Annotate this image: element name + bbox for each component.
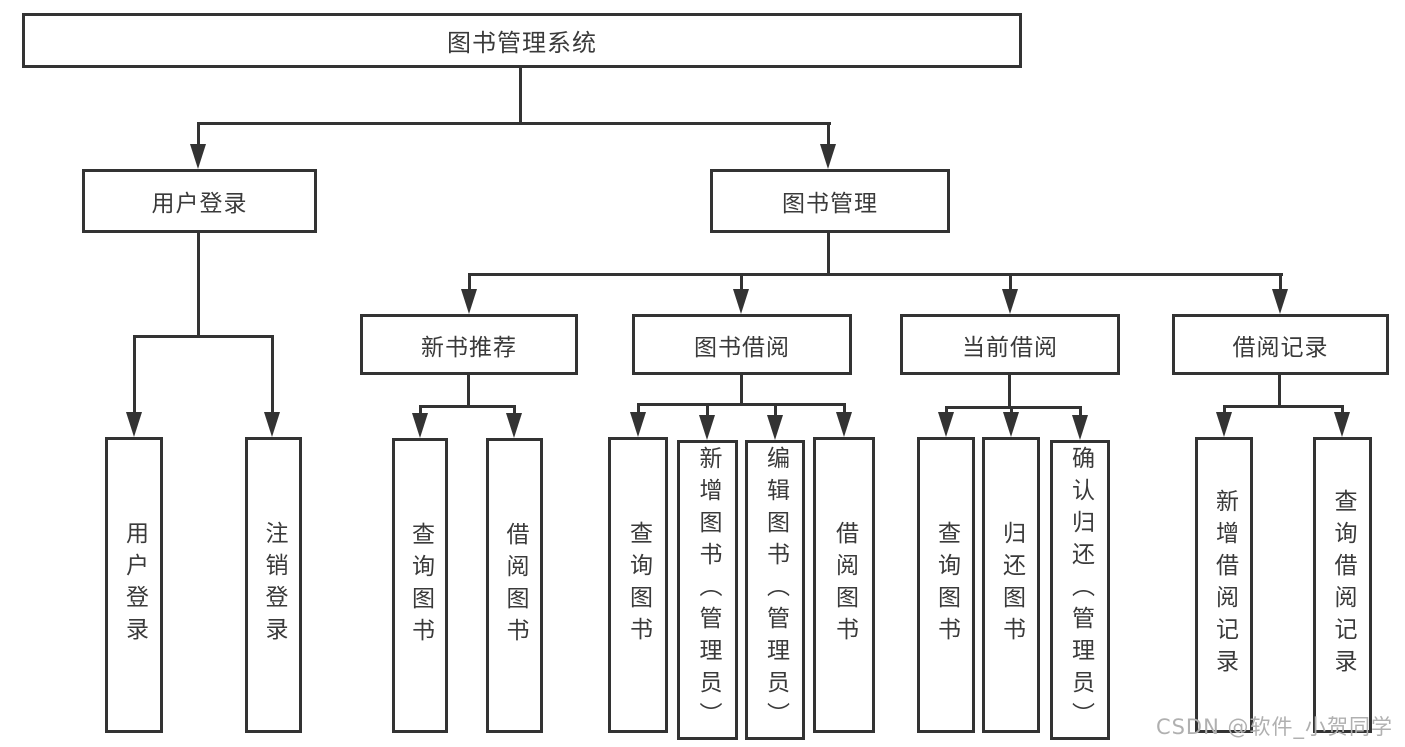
node-root-label: 图书管理系统 <box>447 29 597 57</box>
node-leaf-confirm-return-admin: 确认归还（管理员） <box>1050 440 1110 740</box>
connector-user-login-stem <box>197 233 200 335</box>
leaf-label: 注销登录 <box>261 521 287 649</box>
arrow-down-icon <box>820 144 836 169</box>
arrow-down-icon <box>412 413 428 438</box>
connector-drop-leaf <box>1079 406 1082 416</box>
csdn-watermark: CSDN @软件_小贺同学 <box>1155 715 1393 739</box>
arrow-down-icon <box>938 412 954 437</box>
connector-current-borrow-stem <box>1008 375 1011 406</box>
leaf-label: 新增借阅记录 <box>1211 489 1238 681</box>
arrow-down-icon <box>1216 412 1232 437</box>
leaf-label: 用户登录 <box>121 521 148 649</box>
node-leaf-borrow-books-2: 借阅图书 <box>813 437 875 733</box>
node-leaf-logout: 注销登录 <box>245 437 302 733</box>
node-leaf-borrow-books-1: 借阅图书 <box>486 438 543 733</box>
arrow-down-icon <box>836 412 852 437</box>
connector-drop-leaf <box>1010 406 1013 413</box>
node-leaf-query-books-1: 查询图书 <box>392 438 448 733</box>
node-user-login: 用户登录 <box>82 169 317 233</box>
connector-book-borrow-bus <box>637 403 846 406</box>
connector-drop-leaf <box>945 406 948 413</box>
connector-new-books-bus <box>419 405 516 408</box>
arrow-down-icon <box>126 412 142 437</box>
connector-book-borrow-stem <box>740 375 743 403</box>
node-leaf-return-book: 归还图书 <box>982 437 1040 733</box>
leaf-label: 查询借阅记录 <box>1330 489 1356 681</box>
connector-root-stem <box>519 68 522 122</box>
node-borrow-records: 借阅记录 <box>1172 314 1389 375</box>
node-borrow-records-label: 借阅记录 <box>1232 334 1329 361</box>
connector-drop-leaf <box>419 405 422 414</box>
node-leaf-edit-book-admin: 编辑图书（管理员） <box>745 440 805 740</box>
arrow-down-icon <box>190 144 206 169</box>
node-book-borrow: 图书借阅 <box>632 314 852 375</box>
connector-user-login-bus <box>133 335 274 338</box>
connector-drop-borrow-records <box>1279 273 1282 290</box>
connector-book-management-bus <box>468 273 1283 276</box>
arrow-down-icon <box>264 412 280 437</box>
node-current-borrow-label: 当前借阅 <box>962 334 1058 361</box>
arrow-down-icon <box>461 289 477 314</box>
connector-drop-new-books <box>468 273 471 290</box>
node-leaf-add-borrow-record: 新增借阅记录 <box>1195 437 1253 733</box>
connector-drop-leaf <box>637 403 640 413</box>
connector-drop-leaf <box>774 403 777 416</box>
node-leaf-user-login: 用户登录 <box>105 437 163 733</box>
connector-drop-leaf <box>1223 405 1226 413</box>
node-book-management-label: 图书管理 <box>782 191 878 217</box>
connector-drop-leaf <box>271 335 274 413</box>
connector-book-management-stem <box>827 233 830 273</box>
connector-drop-leaf <box>513 405 516 414</box>
connector-drop-book-borrow <box>740 273 743 290</box>
node-book-management: 图书管理 <box>710 169 950 233</box>
connector-drop-current-borrow <box>1009 273 1012 290</box>
connector-borrow-records-stem <box>1278 375 1281 405</box>
leaf-label: 查询图书 <box>407 521 434 650</box>
arrow-down-icon <box>767 415 783 440</box>
connector-current-borrow-bus <box>945 406 1082 409</box>
node-leaf-query-borrow-record: 查询借阅记录 <box>1313 437 1372 733</box>
node-user-login-label: 用户登录 <box>151 191 248 217</box>
leaf-label: 借阅图书 <box>502 521 528 650</box>
connector-drop-leaf <box>843 403 846 413</box>
node-book-borrow-label: 图书借阅 <box>694 334 790 361</box>
arrow-down-icon <box>1002 289 1018 314</box>
connector-root-bus <box>197 122 831 125</box>
arrow-down-icon <box>1334 412 1350 437</box>
leaf-label: 查询图书 <box>933 521 960 649</box>
connector-drop-leaf <box>706 403 709 416</box>
leaf-label: 编辑图书（管理员） <box>762 446 789 734</box>
leaf-label: 新增图书（管理员） <box>695 446 721 734</box>
node-leaf-query-books-3: 查询图书 <box>917 437 975 733</box>
connector-borrow-records-bus <box>1223 405 1344 408</box>
leaf-label: 确认归还（管理员） <box>1067 446 1094 734</box>
leaf-label: 借阅图书 <box>831 521 858 649</box>
node-new-books: 新书推荐 <box>360 314 578 375</box>
connector-drop-leaf <box>133 335 136 413</box>
leaf-label: 归还图书 <box>998 521 1025 649</box>
node-new-books-label: 新书推荐 <box>421 334 517 361</box>
arrow-down-icon <box>699 415 715 440</box>
connector-drop-book-management <box>827 122 830 145</box>
arrow-down-icon <box>1003 412 1019 437</box>
node-root: 图书管理系统 <box>22 13 1022 68</box>
arrow-down-icon <box>1272 289 1288 314</box>
arrow-down-icon <box>1072 415 1088 440</box>
node-current-borrow: 当前借阅 <box>900 314 1120 375</box>
arrow-down-icon <box>506 413 522 438</box>
node-leaf-add-book-admin: 新增图书（管理员） <box>677 440 738 740</box>
node-leaf-query-books-2: 查询图书 <box>608 437 668 733</box>
connector-drop-leaf <box>1341 405 1344 413</box>
connector-drop-user-login <box>197 122 200 145</box>
connector-new-books-stem <box>467 375 470 405</box>
arrow-down-icon <box>630 412 646 437</box>
arrow-down-icon <box>733 289 749 314</box>
leaf-label: 查询图书 <box>625 521 652 649</box>
